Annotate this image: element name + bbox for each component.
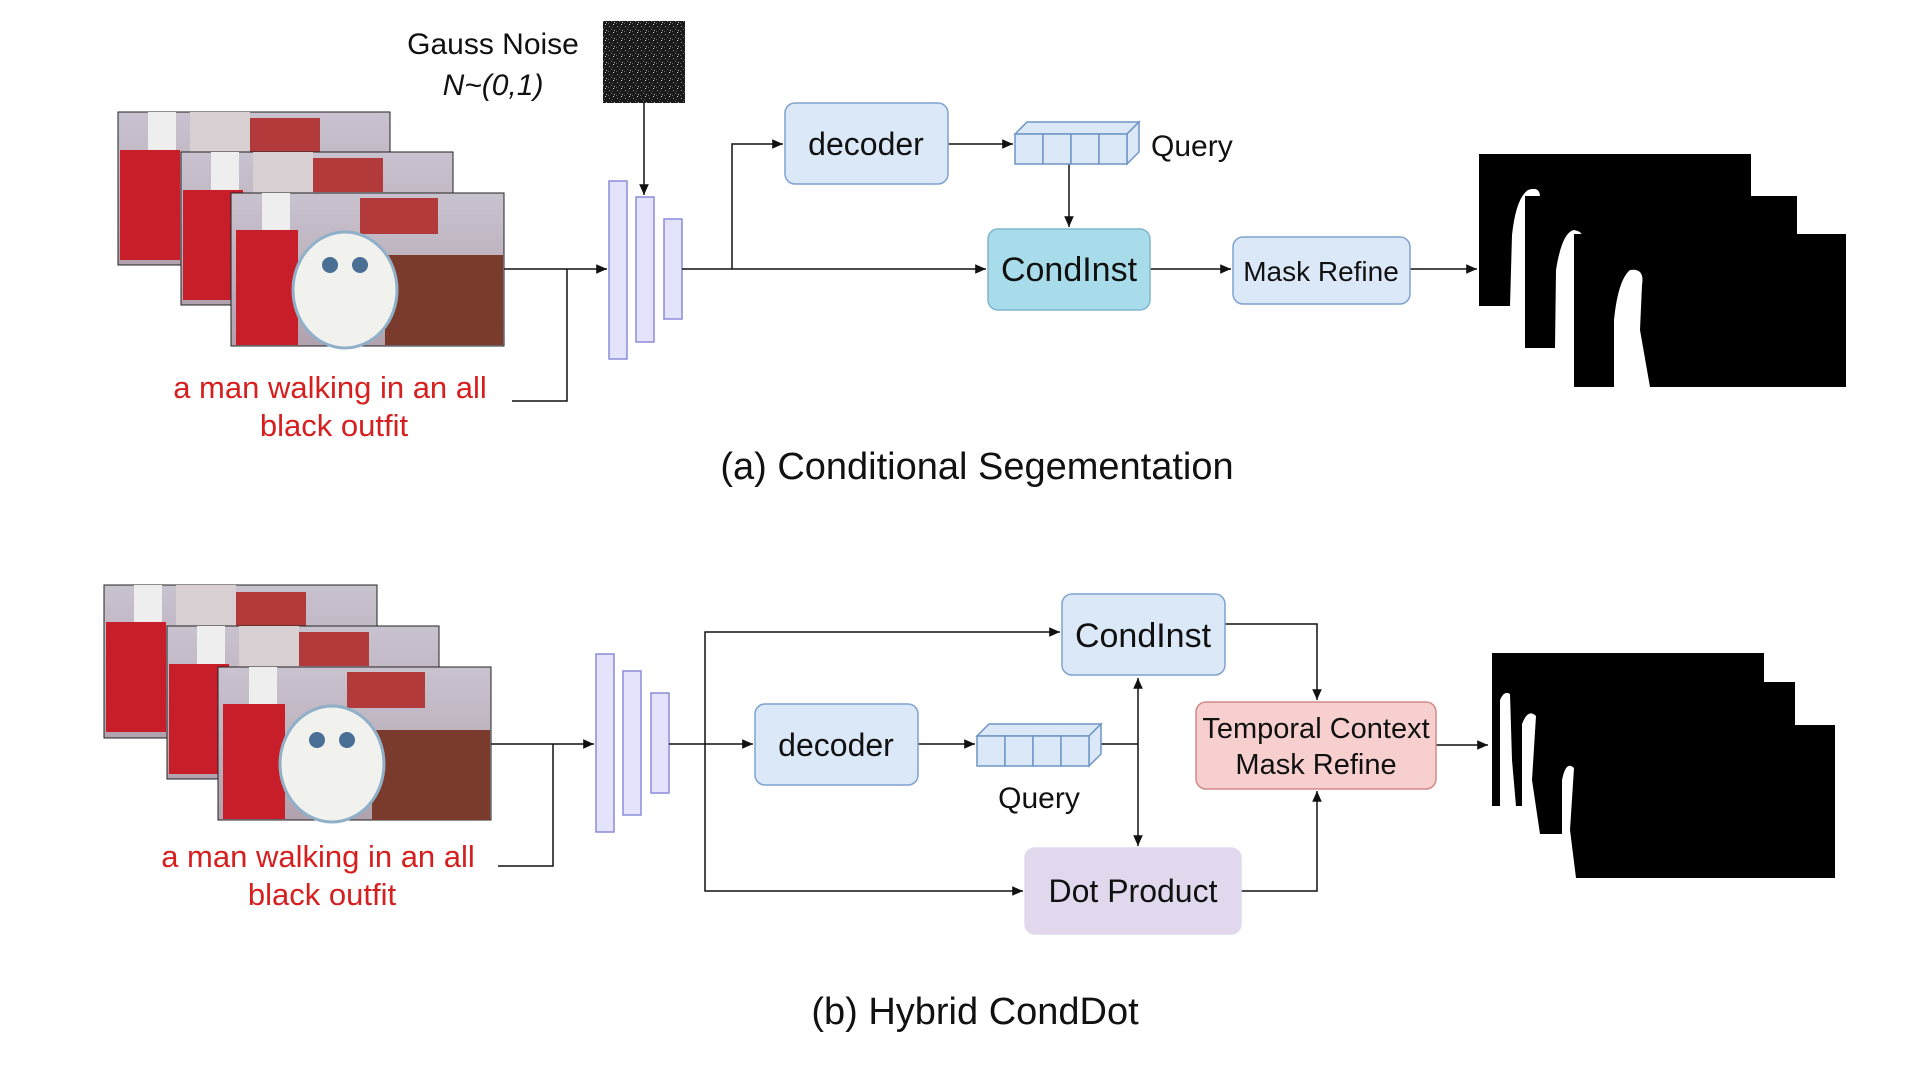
gauss-noise-label: Gauss Noise xyxy=(407,28,579,61)
input-frames-b xyxy=(103,584,492,824)
condinst-label-a: CondInst xyxy=(1001,251,1138,289)
caption-a: (a) Conditional Segementation xyxy=(720,446,1233,488)
decoder-label-a: decoder xyxy=(808,126,924,162)
query-tokens-a xyxy=(1013,120,1141,166)
video-frame xyxy=(230,192,505,350)
query-label-b: Query xyxy=(998,782,1080,815)
decoder-label-b: decoder xyxy=(778,727,894,763)
encoder-b xyxy=(595,653,670,833)
query-tokens-b xyxy=(975,722,1103,768)
video-frame xyxy=(217,666,492,824)
temporal-context-label-line2: Mask Refine xyxy=(1235,749,1396,781)
mask-refine-block xyxy=(1232,236,1411,305)
caption-b: (b) Hybrid CondDot xyxy=(811,991,1139,1033)
encoder-a xyxy=(608,180,683,360)
decoder-block-b xyxy=(754,703,919,786)
text-expression-line1-b: a man walking in an all xyxy=(161,839,475,874)
decoder-block-a xyxy=(784,102,949,185)
condinst-label-b: CondInst xyxy=(1075,617,1212,655)
panel-a: Gauss Noise N~(0,1) a man walking in an … xyxy=(117,21,1846,488)
condinst-block-b xyxy=(1061,593,1226,676)
temporal-context-block xyxy=(1195,701,1437,790)
temporal-context-label-line1: Temporal Context xyxy=(1202,713,1429,745)
connectors-b xyxy=(491,623,1488,896)
input-frames-a xyxy=(117,111,505,350)
text-expression-line2-b: black outfit xyxy=(248,877,397,912)
dot-product-label: Dot Product xyxy=(1049,873,1218,909)
output-masks-a xyxy=(1479,154,1846,387)
text-expression-line2: black outfit xyxy=(260,408,409,443)
connectors-a xyxy=(504,103,1477,402)
panel-b: a man walking in an all black outfit Con… xyxy=(103,584,1835,1033)
output-masks-b xyxy=(1492,653,1835,878)
gauss-noise-image xyxy=(603,21,685,103)
text-expression-line1: a man walking in an all xyxy=(173,370,487,405)
query-label-a: Query xyxy=(1151,130,1233,163)
dot-product-block xyxy=(1024,847,1242,935)
mask-refine-label: Mask Refine xyxy=(1243,256,1399,287)
gauss-noise-formula: N~(0,1) xyxy=(443,69,544,102)
condinst-block-a xyxy=(987,228,1151,311)
